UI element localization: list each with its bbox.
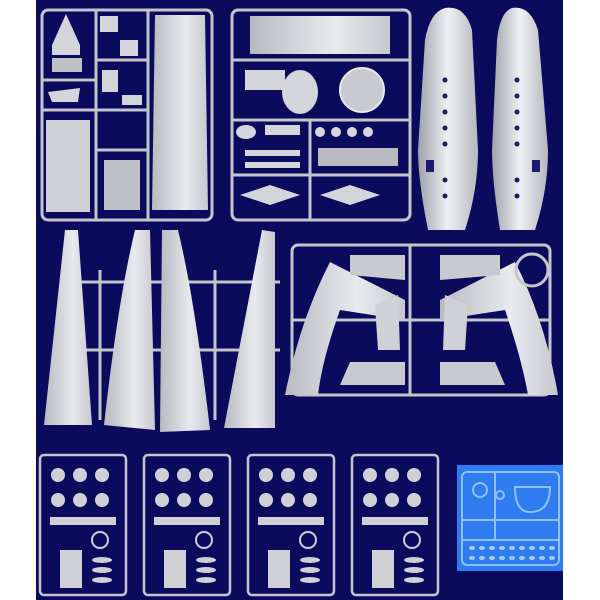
small-sprue-3 [246, 453, 336, 597]
sprue-b [230, 8, 412, 222]
sprue-photo [36, 0, 563, 600]
tail-sprue [285, 243, 558, 397]
sprue-a [40, 8, 214, 222]
small-sprue-4 [350, 453, 440, 597]
small-sprue-2 [142, 453, 232, 597]
wing-sprue [44, 230, 280, 432]
sprue-b-parts [236, 16, 398, 205]
clear-sprue [457, 465, 563, 571]
small-sprue-1 [38, 453, 128, 597]
fuselage-halves [418, 7, 548, 230]
sprue-a-parts [46, 14, 208, 212]
